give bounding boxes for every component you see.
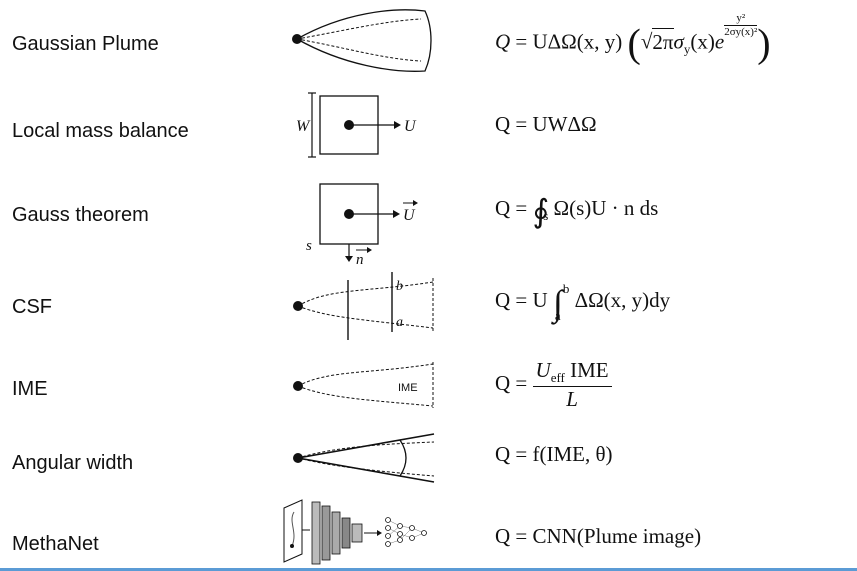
upper-bound-label: b [396, 279, 403, 294]
angular-width-equation: Q = f(IME, θ) [495, 442, 613, 466]
method-label: CSF [12, 296, 52, 318]
gauss-theorem-equation: Q = ∮s Ω(s)U · n ds [495, 193, 659, 229]
methanet-equation: Q = CNN(Plume image) [495, 524, 702, 548]
eq-lhs: Q = U [495, 288, 548, 312]
ime-equation: Q = Ueff IME L [495, 358, 612, 412]
method-label: Angular width [12, 452, 134, 474]
method-label: Gaussian Plume [12, 33, 159, 55]
bottom-accent-line [0, 568, 857, 571]
row-angular-width: Angular width Q = f(IME, θ) [0, 418, 857, 498]
wind-label: U [403, 207, 416, 224]
row-local-mass-balance: Local mass balance W U Q = UWΔΩ [0, 88, 857, 168]
eq-sigma-sub: y [683, 41, 691, 57]
eq-eff-sub: eff [550, 370, 565, 385]
lower-bound-label: a [396, 315, 403, 330]
eq-exp-base: e [714, 29, 725, 54]
local-mass-balance-equation: Q = UWΔΩ [495, 112, 597, 136]
normal-label: n [356, 252, 364, 268]
eq-den: L [566, 386, 578, 411]
eq-exp-num: y² [724, 12, 758, 26]
ime-diagram: IME [293, 362, 434, 408]
eq-integrand: Ω(s)U · n ds [553, 196, 659, 220]
eq-lhs: Q = [495, 196, 533, 220]
contour-label: s [306, 238, 312, 254]
eq-sigma: σ [673, 29, 684, 54]
eq-lhs: Q [495, 29, 511, 54]
method-label: Local mass balance [12, 120, 189, 142]
gaussian-plume-diagram [292, 9, 432, 72]
cnn-architecture-icon [283, 499, 427, 565]
eq-integrand: ΔΩ(x, y)dy [574, 288, 671, 312]
eq-lower-limit: a [554, 308, 561, 324]
gauss-theorem-diagram: U s n [306, 183, 418, 268]
eq-sqrt-arg: 2π [652, 27, 674, 54]
angular-width-diagram [293, 433, 435, 483]
row-ime: IME IME Q = Ueff IME L [0, 350, 857, 420]
method-label: IME [12, 378, 48, 400]
eq-num-rest: IME [564, 358, 609, 382]
eq-term: UΔΩ(x, y) [532, 29, 623, 54]
eq-exp-den: 2σy(x)² [724, 25, 758, 38]
row-gauss-theorem: Gauss theorem U s n Q = ∮s Ω(s)U · n ds [0, 172, 857, 268]
method-label: MethaNet [12, 533, 99, 555]
eq-x: (x) [690, 29, 715, 54]
eq-u: U [535, 358, 551, 382]
local-mass-balance-diagram: W U [296, 92, 417, 158]
method-label: Gauss theorem [12, 204, 149, 226]
eq-contour-sub: s [543, 208, 549, 223]
wind-label: U [404, 118, 417, 135]
eq-upper-limit: b [562, 281, 570, 297]
width-label: W [296, 118, 311, 135]
ime-label: IME [398, 382, 418, 394]
eq-lhs: Q = [495, 370, 533, 395]
csf-diagram: b a [293, 272, 434, 340]
row-methanet: MethaNet Q = CNN(Plume image) [0, 496, 857, 568]
